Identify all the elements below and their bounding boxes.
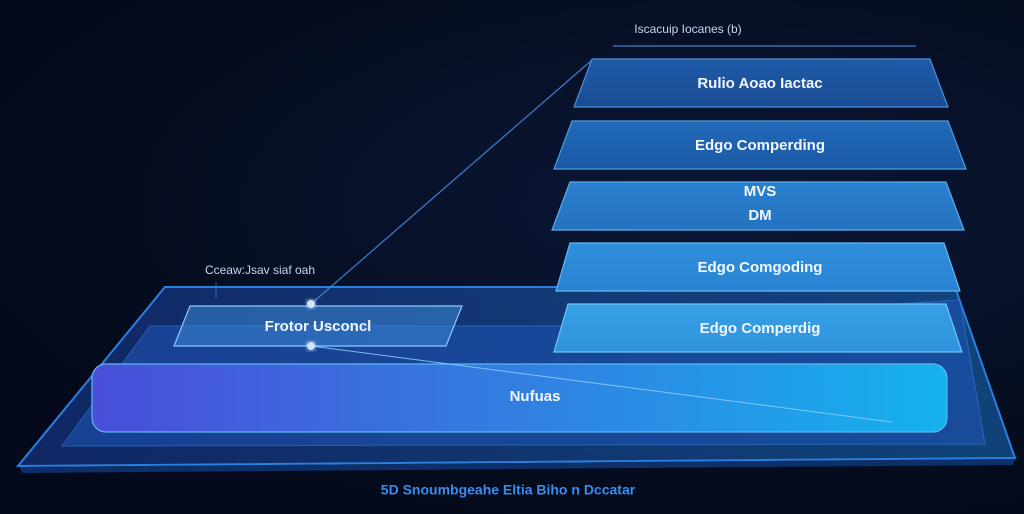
layer-2-label: Edgo Comperding — [695, 137, 825, 154]
layer-3-label-line-2: DM — [748, 207, 771, 224]
layer-4-label: Edgo Comgoding — [698, 259, 823, 276]
layer-stack: Edgo Comperdig Edgo Comgoding MVS DM Edg… — [551, 58, 967, 353]
small-panel-label: Frotor Usconcl — [265, 318, 372, 335]
layer-3: MVS DM — [551, 181, 965, 231]
diagram-caption: 5D Snoumbgeahe Eltia Biho n Dccatar — [381, 482, 636, 498]
left-annotation: Cceaw:Jsav siaf oah — [205, 263, 315, 277]
layer-3-label-line-1: MVS — [744, 183, 777, 200]
layer-1: Rulio Aoao Iactac — [573, 58, 949, 108]
top-annotation: Iscacuip Iocanes (b) — [634, 22, 741, 36]
layer-2: Edgo Comperding — [553, 120, 967, 170]
base-layer-label: Nufuas — [510, 388, 561, 405]
small-panel: Frotor Usconcl — [173, 305, 463, 347]
connector-node-top — [307, 300, 315, 308]
layer-5-label: Edgo Comperdig — [700, 320, 821, 337]
layer-5: Edgo Comperdig — [553, 303, 963, 353]
layer-1-label: Rulio Aoao Iactac — [697, 75, 822, 92]
connector-lines — [215, 45, 916, 423]
base-layer: Nufuas — [91, 363, 948, 433]
connector-node-bottom — [307, 342, 315, 350]
layer-4: Edgo Comgoding — [555, 242, 961, 292]
